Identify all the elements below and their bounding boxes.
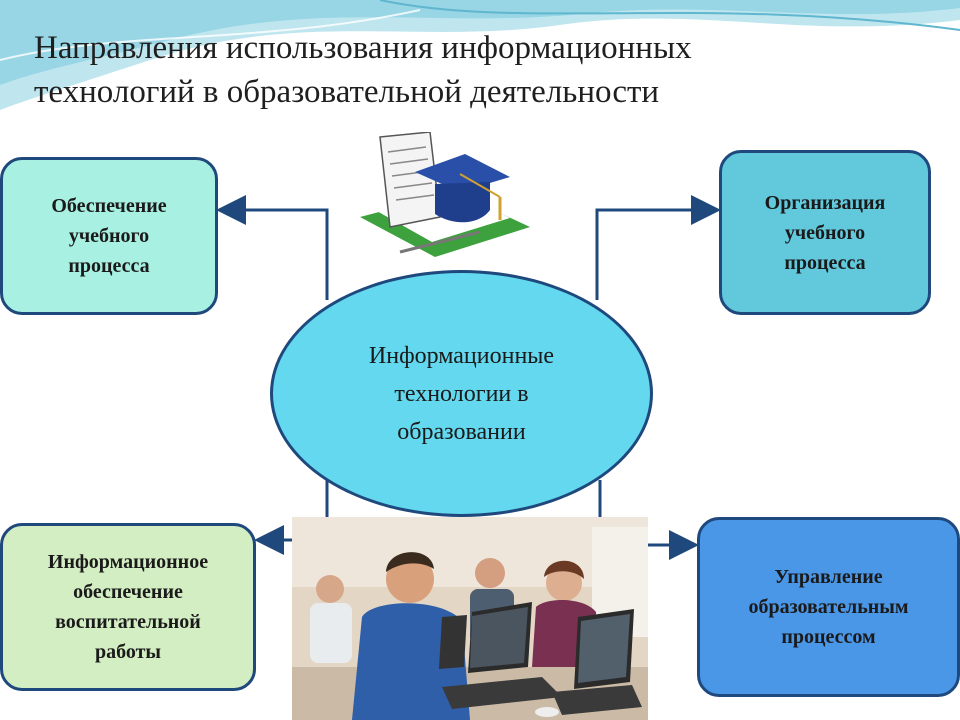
slide-title: Направления использования информационных… [34,26,914,114]
connector-top-left [216,195,329,300]
box-br-line-1: Управление [774,566,883,588]
box-educational-work-info-support: Информационное обеспечение воспитательно… [0,523,256,691]
center-line-3: образовании [397,418,526,445]
box-bl-line-3: воспитательной [55,611,201,633]
graduation-cap-diploma-icon [360,132,530,257]
center-line-1: Информационные [368,342,555,369]
box-bl-line-2: обеспечение [73,581,183,603]
box-bl-line-1: Информационное [47,551,209,573]
box-learning-process-organization: Организация учебного процесса [719,150,931,315]
box-tr-line-2: учебного [784,221,866,244]
box-tr-line-1: Организация [764,191,886,214]
slide-title-line-1: Направления использования информационных [34,30,692,66]
center-ellipse: Информационные технологии в образовании [270,270,653,517]
box-bl-line-4: работы [94,641,162,663]
box-learning-process-support: Обеспечение учебного процесса [0,157,218,315]
box-br-line-3: процессом [781,626,876,648]
center-line-2: технологии в [394,380,529,407]
box-tr-line-3: процесса [784,251,866,274]
slide-title-line-2: технологий в образовательной деятельност… [34,74,660,110]
box-tl-line-1: Обеспечение [51,195,167,217]
box-tl-line-2: учебного [68,225,150,247]
connector-top-right [595,195,721,300]
box-tl-line-3: процесса [68,255,150,277]
header-wave-decoration [0,0,960,110]
box-br-line-2: образовательным [748,596,909,618]
students-at-laptops-photo [292,517,648,720]
box-educational-process-management: Управление образовательным процессом [697,517,960,697]
